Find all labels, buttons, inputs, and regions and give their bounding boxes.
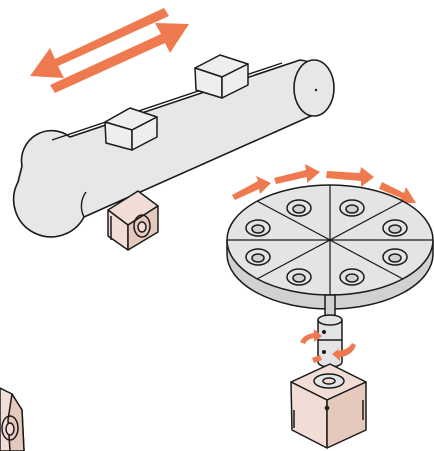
station-hole-icon <box>245 248 271 266</box>
conveyor-left-drum <box>80 191 87 218</box>
rotation-arrow-icon <box>326 167 374 187</box>
station-hole-icon <box>286 268 312 286</box>
package-box-icon <box>194 54 249 99</box>
rotation-arrow-icon <box>232 176 271 200</box>
rotation-arrow-icon <box>379 182 416 203</box>
station-hole-icon <box>339 268 365 286</box>
index-table-dividers <box>227 185 433 295</box>
conveyor-right-drum <box>293 59 335 117</box>
rotation-arrow-icon <box>274 164 320 184</box>
rotary-motion-arrows <box>232 164 416 203</box>
stepper-motor-icon <box>107 190 159 251</box>
conveyor-belt-icon <box>12 54 335 251</box>
rotation-arrow-icon <box>300 329 322 344</box>
station-hole-icon <box>382 219 408 237</box>
coupling-rotation-arrows <box>300 329 356 363</box>
station-hole-icon <box>339 199 365 217</box>
arrow-right-icon <box>50 23 189 93</box>
index-table-stations <box>245 199 408 286</box>
rotation-arrow-icon <box>312 355 322 363</box>
stepper-motor-icon <box>0 387 25 451</box>
rotary-index-table-icon <box>226 184 434 310</box>
station-hole-icon <box>245 219 271 237</box>
package-box-icon <box>104 107 158 151</box>
conveyor-drum-axle-icon <box>314 88 318 92</box>
rotation-arrow-icon <box>332 343 356 361</box>
station-hole-icon <box>382 248 408 266</box>
stepper-motor-icon <box>290 363 367 449</box>
arrow-left-icon <box>30 8 169 78</box>
station-hole-icon <box>286 199 312 217</box>
linear-motion-arrows <box>30 8 189 93</box>
